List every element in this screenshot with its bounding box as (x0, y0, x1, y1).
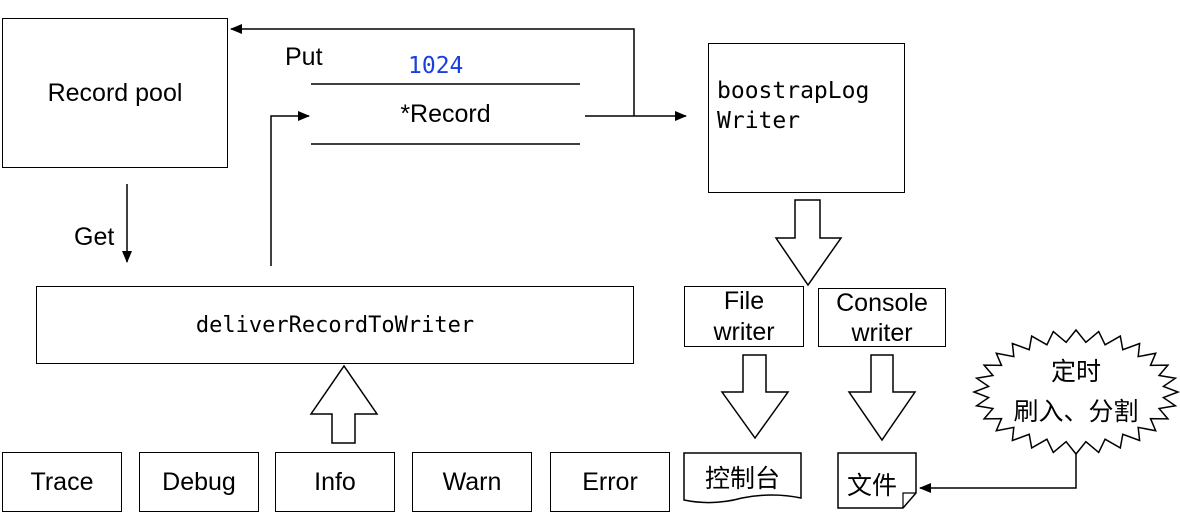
writer-down-arrow (774, 199, 843, 287)
timer-burst-shape (971, 328, 1180, 456)
levels-up-arrow (309, 364, 379, 444)
timer-burst-line1: 定时 (1050, 358, 1101, 386)
level-info-box: Info (275, 452, 395, 512)
console-output-shape (683, 452, 802, 504)
bootstrap-writer-line1: boostrapLog (717, 78, 870, 104)
put-arrow (270, 111, 310, 266)
file-writer-box: File writer (684, 286, 804, 347)
console-writer-line1: Console (836, 289, 928, 317)
file-writer-down-arrow (720, 354, 790, 440)
file-output-fold (902, 492, 916, 508)
return-to-pool-arrow (230, 24, 635, 116)
level-info-label: Info (314, 467, 356, 496)
timer-burst-line2: 刷入、分割 (1013, 398, 1139, 426)
deliver-label: deliverRecordToWriter (195, 312, 475, 338)
level-trace-label: Trace (30, 467, 94, 496)
bootstrap-writer-box: boostrapLog Writer (708, 43, 905, 193)
get-label: Get (74, 223, 115, 251)
level-debug-label: Debug (162, 467, 236, 496)
level-warn-box: Warn (412, 452, 532, 512)
console-writer-down-arrow (847, 354, 917, 442)
file-writer-line1: File (723, 287, 765, 315)
level-error-box: Error (550, 452, 670, 512)
record-pool-box: Record pool (2, 18, 228, 168)
buffer-size: 1024 (408, 53, 464, 79)
bootstrap-writer-line2: Writer (717, 108, 801, 134)
level-trace-box: Trace (2, 452, 122, 512)
put-label: Put (285, 43, 323, 71)
buffer-item-label: *Record (400, 100, 491, 128)
console-writer-box: Console writer (818, 288, 946, 347)
file-writer-line2: writer (713, 318, 775, 346)
file-output-shape (837, 452, 917, 509)
burst-to-file-arrow (919, 450, 1077, 493)
level-debug-box: Debug (139, 452, 259, 512)
level-error-label: Error (582, 467, 638, 496)
deliver-box: deliverRecordToWriter (36, 286, 634, 364)
console-output-label: 控制台 (704, 465, 780, 493)
file-output-label: 文件 (846, 472, 897, 500)
console-writer-line2: writer (851, 319, 913, 347)
record-pool-label: Record pool (47, 78, 183, 107)
level-warn-label: Warn (442, 467, 502, 496)
